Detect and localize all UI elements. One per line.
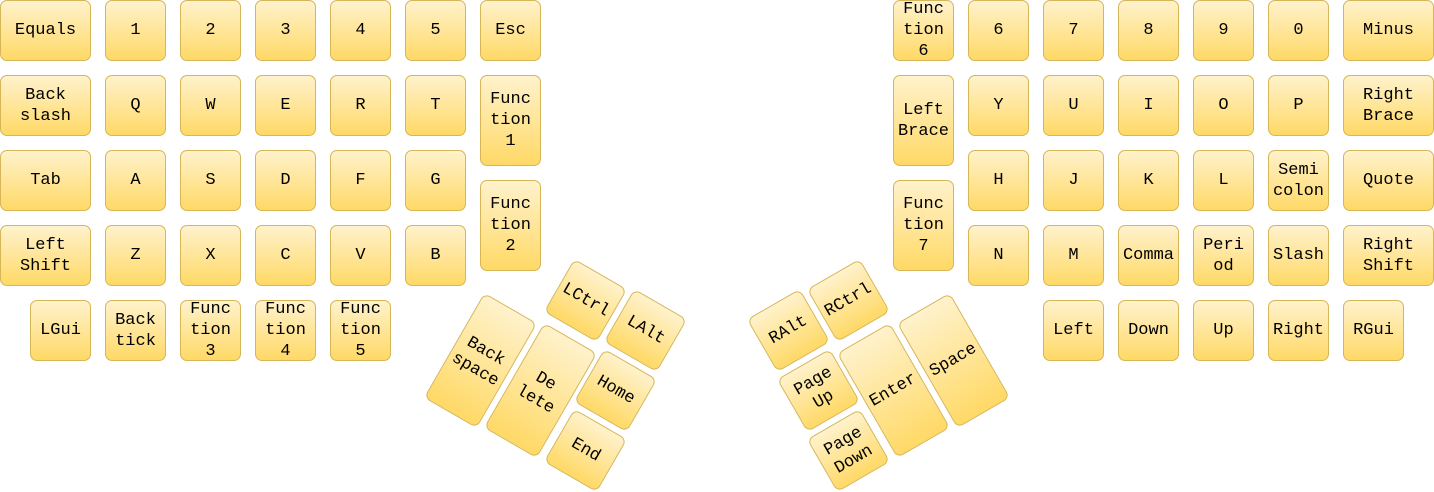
key-d: D (255, 150, 316, 211)
key-w: W (180, 75, 241, 136)
key-right-brace: Right Brace (1343, 75, 1434, 136)
key-7: 7 (1043, 0, 1104, 61)
key-esc: Esc (480, 0, 541, 61)
key-equals: Equals (0, 0, 91, 61)
key-right-shift: Right Shift (1343, 225, 1434, 286)
key-u: U (1043, 75, 1104, 136)
key-down: Down (1118, 300, 1179, 361)
key-semicolon: Semi colon (1268, 150, 1329, 211)
key-h: H (968, 150, 1029, 211)
key-o: O (1193, 75, 1254, 136)
key-p: P (1268, 75, 1329, 136)
key-x: X (180, 225, 241, 286)
key-left-shift: Left Shift (0, 225, 91, 286)
key-backtick: Back tick (105, 300, 166, 361)
key-function-5: Func tion 5 (330, 300, 391, 361)
key-tab: Tab (0, 150, 91, 211)
key-1: 1 (105, 0, 166, 61)
key-e: E (255, 75, 316, 136)
key-a: A (105, 150, 166, 211)
key-function-1: Func tion 1 (480, 75, 541, 166)
key-5: 5 (405, 0, 466, 61)
key-minus: Minus (1343, 0, 1434, 61)
key-m: M (1043, 225, 1104, 286)
key-g: G (405, 150, 466, 211)
key-right: Right (1268, 300, 1329, 361)
key-f: F (330, 150, 391, 211)
key-n: N (968, 225, 1029, 286)
key-slash: Slash (1268, 225, 1329, 286)
key-k: K (1118, 150, 1179, 211)
key-j: J (1043, 150, 1104, 211)
key-b: B (405, 225, 466, 286)
key-t: T (405, 75, 466, 136)
key-comma: Comma (1118, 225, 1179, 286)
key-r: R (330, 75, 391, 136)
key-z: Z (105, 225, 166, 286)
key-v: V (330, 225, 391, 286)
key-8: 8 (1118, 0, 1179, 61)
key-6: 6 (968, 0, 1029, 61)
key-backslash: Back slash (0, 75, 91, 136)
key-left-brace: Left Brace (893, 75, 954, 166)
key-function-7: Func tion 7 (893, 180, 954, 271)
key-function-2: Func tion 2 (480, 180, 541, 271)
key-q: Q (105, 75, 166, 136)
key-function-6: Func tion 6 (893, 0, 954, 61)
key-left: Left (1043, 300, 1104, 361)
key-9: 9 (1193, 0, 1254, 61)
key-2: 2 (180, 0, 241, 61)
key-y: Y (968, 75, 1029, 136)
key-c: C (255, 225, 316, 286)
key-up: Up (1193, 300, 1254, 361)
key-0: 0 (1268, 0, 1329, 61)
key-function-3: Func tion 3 (180, 300, 241, 361)
key-i: I (1118, 75, 1179, 136)
key-period: Peri od (1193, 225, 1254, 286)
key-4: 4 (330, 0, 391, 61)
key-s: S (180, 150, 241, 211)
key-lgui: LGui (30, 300, 91, 361)
key-l: L (1193, 150, 1254, 211)
key-3: 3 (255, 0, 316, 61)
key-function-4: Func tion 4 (255, 300, 316, 361)
key-quote: Quote (1343, 150, 1434, 211)
key-rgui: RGui (1343, 300, 1404, 361)
